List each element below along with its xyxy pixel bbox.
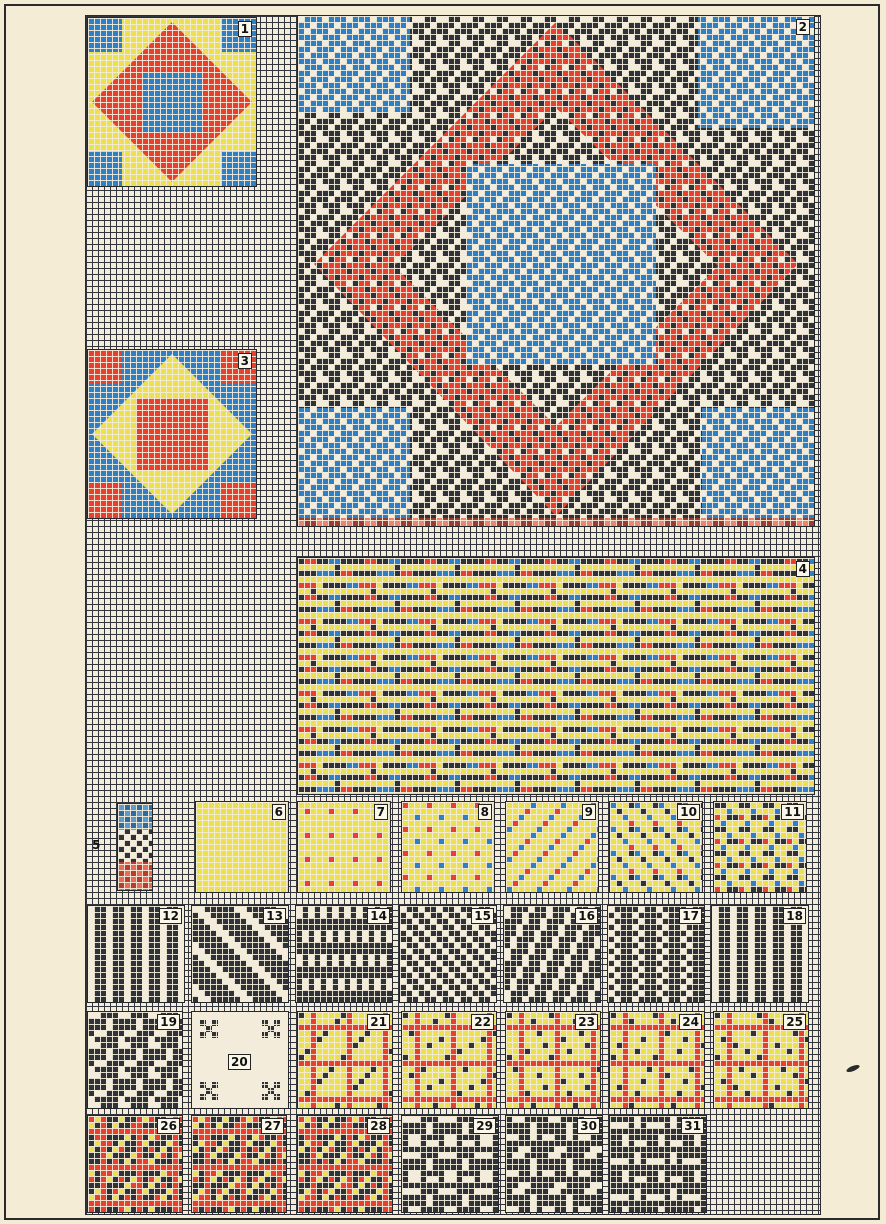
figure-8: 8 — [402, 802, 494, 892]
figure-7: 7 — [298, 802, 390, 892]
point-paper-board: 1 3 — [86, 16, 820, 1214]
figure-1: 1 — [88, 18, 256, 186]
figure-3-number: 3 — [238, 353, 252, 369]
figure-12: 12 — [88, 906, 184, 1002]
figure-16: 16 — [504, 906, 600, 1002]
figure-5-number: 5 — [90, 838, 102, 852]
figure-19-number: 19 — [157, 1014, 180, 1030]
figure-25: 25 — [714, 1012, 808, 1108]
figure-28-number: 28 — [367, 1118, 390, 1134]
figure-12-number: 12 — [159, 908, 182, 924]
figure-20: 20 — [192, 1012, 288, 1108]
figure-9-number: 9 — [582, 804, 596, 820]
figure-15: 15 — [400, 906, 496, 1002]
figure-19: 19 — [88, 1012, 182, 1108]
figure-13: 13 — [192, 906, 288, 1002]
figure-30: 30 — [506, 1116, 602, 1212]
figure-11-number: 11 — [781, 804, 804, 820]
figure-14-number: 14 — [367, 908, 390, 924]
figure-23-number: 23 — [575, 1014, 598, 1030]
figure-27-number: 27 — [261, 1118, 284, 1134]
figure-30-number: 30 — [577, 1118, 600, 1134]
figure-25-number: 25 — [783, 1014, 806, 1030]
figure-27: 27 — [192, 1116, 286, 1212]
figure-9: 9 — [506, 802, 598, 892]
figure-7-number: 7 — [374, 804, 388, 820]
figure-21-number: 21 — [367, 1014, 390, 1030]
figure-8-number: 8 — [478, 804, 492, 820]
figure-17-number: 17 — [679, 908, 702, 924]
figure-22: 22 — [402, 1012, 496, 1108]
figure-10-number: 10 — [677, 804, 700, 820]
figure-18: 18 — [712, 906, 808, 1002]
figure-11: 11 — [714, 802, 806, 892]
figure-29-number: 29 — [473, 1118, 496, 1134]
figure-20-number: 20 — [228, 1054, 251, 1070]
figure-4-motif — [298, 558, 814, 794]
figure-24-number: 24 — [679, 1014, 702, 1030]
figure-28: 28 — [298, 1116, 392, 1212]
figure-24: 24 — [610, 1012, 704, 1108]
figure-14: 14 — [296, 906, 392, 1002]
figure-22-number: 22 — [471, 1014, 494, 1030]
figure-6-number: 6 — [272, 804, 286, 820]
figure-13-number: 13 — [263, 908, 286, 924]
figure-5-motif — [118, 804, 152, 890]
figure-17: 17 — [608, 906, 704, 1002]
figure-2: 2 — [298, 16, 814, 526]
figure-6: 6 — [196, 802, 288, 892]
figure-1-number: 1 — [238, 21, 252, 37]
figure-21: 21 — [298, 1012, 392, 1108]
figure-26-number: 26 — [157, 1118, 180, 1134]
figure-29: 29 — [402, 1116, 498, 1212]
figure-26: 26 — [88, 1116, 182, 1212]
figure-2-number: 2 — [796, 19, 810, 35]
figure-16-number: 16 — [575, 908, 598, 924]
figure-4: 4 — [298, 558, 814, 794]
figure-3-motif — [88, 350, 256, 518]
figure-10: 10 — [610, 802, 702, 892]
figure-1-motif — [88, 18, 256, 186]
figure-15-number: 15 — [471, 908, 494, 924]
figure-18-number: 18 — [783, 908, 806, 924]
figure-2-motif — [298, 16, 814, 526]
figure-5 — [118, 804, 152, 890]
figure-23: 23 — [506, 1012, 600, 1108]
figure-31: 31 — [610, 1116, 706, 1212]
figure-3: 3 — [88, 350, 256, 518]
figure-4-number: 4 — [796, 561, 810, 577]
figure-31-number: 31 — [681, 1118, 704, 1134]
